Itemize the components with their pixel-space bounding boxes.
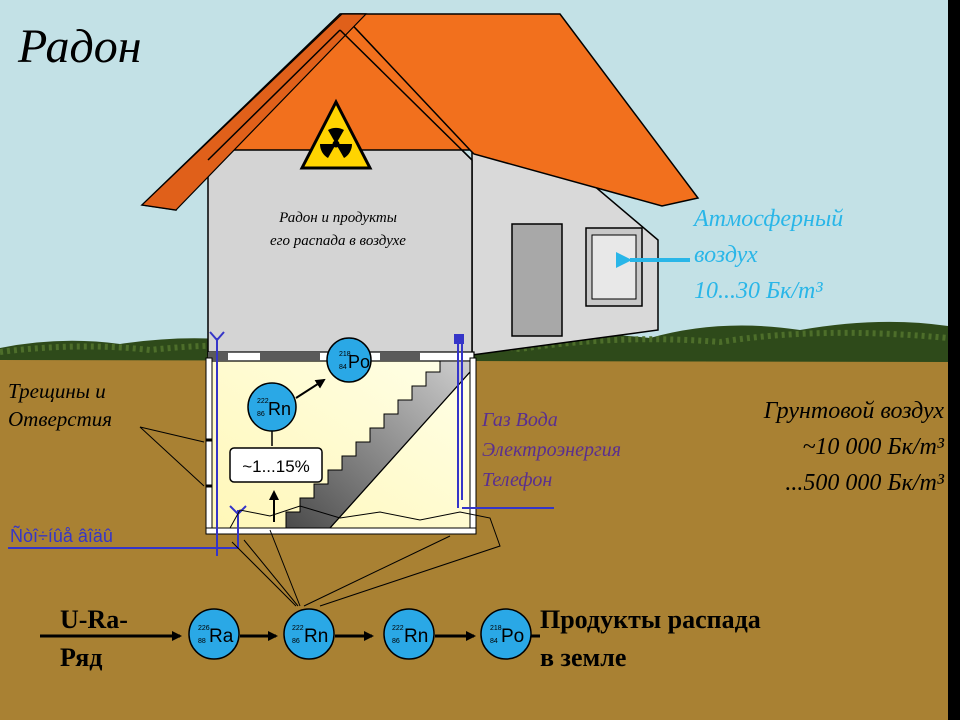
basement-wall-right	[469, 357, 477, 533]
svg-text:Po: Po	[348, 352, 370, 372]
svg-text:218: 218	[490, 625, 502, 632]
atmo-label-line3: 10...30 Бк/m³	[694, 278, 823, 304]
cracks-label-line2: Отверстия	[8, 407, 112, 431]
nuclide-po-indoor: 218 84 Po	[326, 337, 372, 383]
chain-label-line2: Ряд	[60, 643, 102, 672]
soil-label-line2: ~10 000 Бк/m³	[802, 434, 944, 460]
svg-text:Po: Po	[501, 626, 524, 647]
svg-text:Ra: Ra	[209, 626, 234, 647]
soil-flow-lines	[229, 505, 501, 607]
nuclide-ra: 226 88 Ra	[188, 608, 240, 660]
svg-text:86: 86	[257, 411, 265, 418]
decay-arrow-indoor	[295, 378, 326, 399]
svg-text:86: 86	[392, 638, 400, 645]
svg-text:88: 88	[198, 638, 206, 645]
utilities-label-line1: Газ Вода	[481, 409, 558, 431]
drain-label: Ñòî÷íûå âîäû	[10, 525, 113, 546]
percent-box	[229, 447, 323, 483]
radiation-warning-icon	[299, 98, 373, 170]
roof	[340, 13, 700, 207]
percent-label: ~1...15%	[242, 457, 310, 476]
svg-text:222: 222	[257, 398, 269, 405]
svg-text:Rn: Rn	[304, 626, 328, 647]
basement-wall-left	[205, 357, 213, 533]
stairs	[285, 360, 471, 529]
svg-text:86: 86	[292, 638, 300, 645]
soil-label-line3: ...500 000 Бк/m³	[785, 470, 944, 496]
nuclide-po: 218 84 Po	[480, 608, 532, 660]
house-label-line1: Радон и продукты	[278, 210, 397, 226]
grass-texture	[0, 329, 949, 355]
nuclide-rn-2: 222 86 Rn	[383, 608, 435, 660]
svg-text:218: 218	[339, 351, 351, 358]
utilities-label-line3: Телефон	[482, 469, 552, 491]
svg-text:222: 222	[392, 625, 404, 632]
atmo-label-line1: Атмосферный	[692, 206, 843, 232]
atmo-label-line2: воздух	[694, 242, 758, 268]
nuclide-rn-indoor: 222 86 Rn	[247, 382, 297, 432]
soil-label-line1: Грунтовой воздух	[763, 398, 945, 424]
svg-text:Rn: Rn	[404, 626, 428, 647]
svg-text:84: 84	[490, 638, 498, 645]
products-label-line2: в земле	[540, 643, 626, 672]
house-door	[511, 223, 563, 337]
basement-floor	[205, 527, 477, 535]
cracks-label-line1: Трещины и	[8, 379, 106, 403]
svg-text:Rn: Rn	[268, 399, 291, 419]
svg-text:226: 226	[198, 625, 210, 632]
chain-label-line1: U-Ra-	[60, 605, 128, 634]
right-border	[948, 0, 960, 720]
utilities-label-line2: Электроэнергия	[482, 439, 621, 461]
page-title: Радон	[17, 20, 142, 73]
house-label-line2: его распада в воздухе	[270, 233, 406, 249]
svg-text:84: 84	[339, 364, 347, 371]
products-label-line1: Продукты распада	[540, 605, 761, 634]
svg-text:222: 222	[292, 625, 304, 632]
nuclide-rn-1: 222 86 Rn	[283, 608, 335, 660]
